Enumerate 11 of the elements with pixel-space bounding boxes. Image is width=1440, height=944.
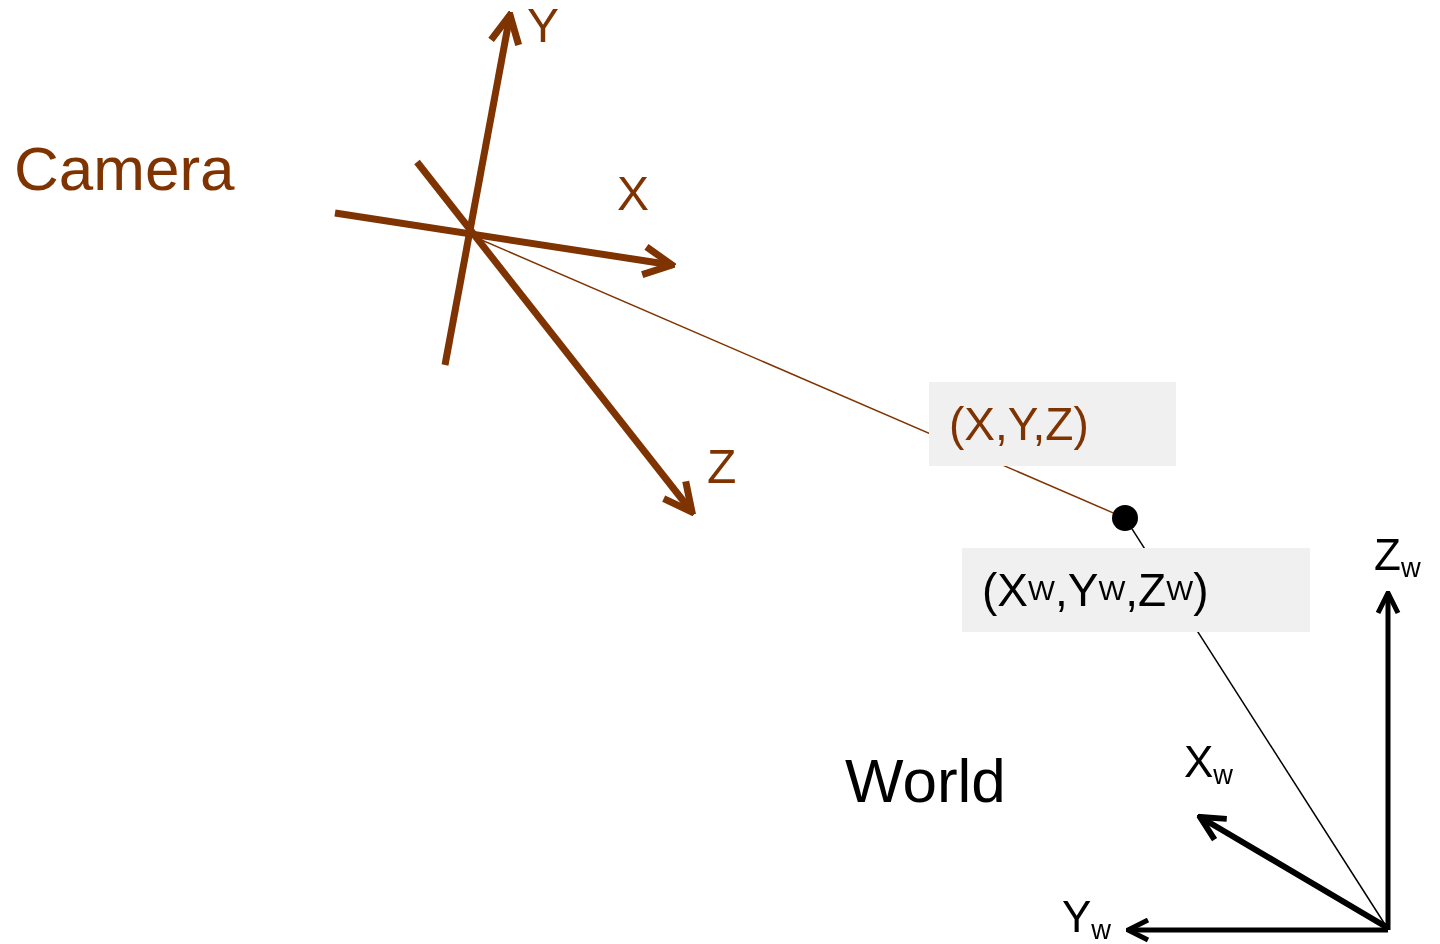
axis-label: X (617, 170, 649, 218)
axis-label: Z (707, 443, 737, 491)
coordinate-axes-drawing (334, 11, 696, 516)
axis-label: Z$_{w}$ (1374, 533, 1421, 577)
axis-label: X$_{w}$ (1184, 740, 1234, 784)
point-dot (1112, 505, 1138, 531)
coordinate-label: (X,Y,Z) (929, 382, 1176, 466)
axis-label: Y$_{w}$ (1062, 895, 1112, 939)
frame-label: World (845, 750, 1006, 812)
axis-label: Y (527, 2, 559, 50)
frame-label: Camera (14, 138, 235, 200)
